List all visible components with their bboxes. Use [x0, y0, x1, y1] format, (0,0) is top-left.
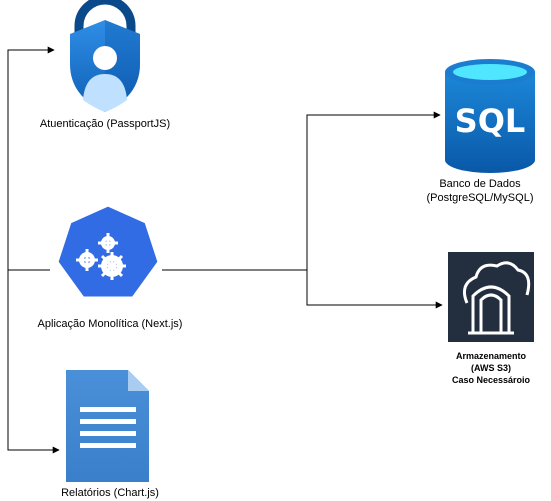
storage-label-line1: Armazenamento: [455, 351, 527, 361]
sql-icon-text: SQL: [455, 102, 526, 140]
kubernetes-gears-icon[interactable]: [55, 203, 161, 300]
app-label-text: Aplicação Monolítica (Next.js): [37, 318, 183, 330]
connectors: [7, 46, 443, 454]
reports-label: Relatórios (Chart.js): [30, 486, 190, 500]
auth-label-text: Atuenticação (PassportJS): [39, 118, 171, 130]
storage-label: Armazenamento (AWS S3) Caso Necessároio: [430, 350, 551, 386]
app-label: Aplicação Monolítica (Next.js): [10, 317, 210, 331]
database-label: Banco de Dados (PostgreSQL/MySQL): [410, 177, 550, 205]
document-icon[interactable]: [66, 370, 149, 482]
database-label-line1: Banco de Dados: [439, 178, 521, 190]
connector-app-to-auth: [7, 46, 55, 271]
reports-label-text: Relatórios (Chart.js): [61, 487, 159, 499]
storage-label-line3: Caso Necessároio: [451, 375, 531, 385]
sql-database-icon[interactable]: SQL: [445, 59, 535, 173]
auth-label: Atuenticação (PassportJS): [20, 117, 190, 131]
database-label-line2: (PostgreSQL/MySQL): [426, 192, 534, 204]
connector-app-to-reports: [7, 270, 60, 454]
aws-s3-archway-icon[interactable]: [448, 252, 534, 342]
connector-app-to-database: [162, 111, 441, 271]
connector-app-to-storage: [306, 270, 443, 309]
storage-label-line2: (AWS S3): [470, 363, 511, 373]
lock-user-icon[interactable]: [70, 0, 140, 112]
